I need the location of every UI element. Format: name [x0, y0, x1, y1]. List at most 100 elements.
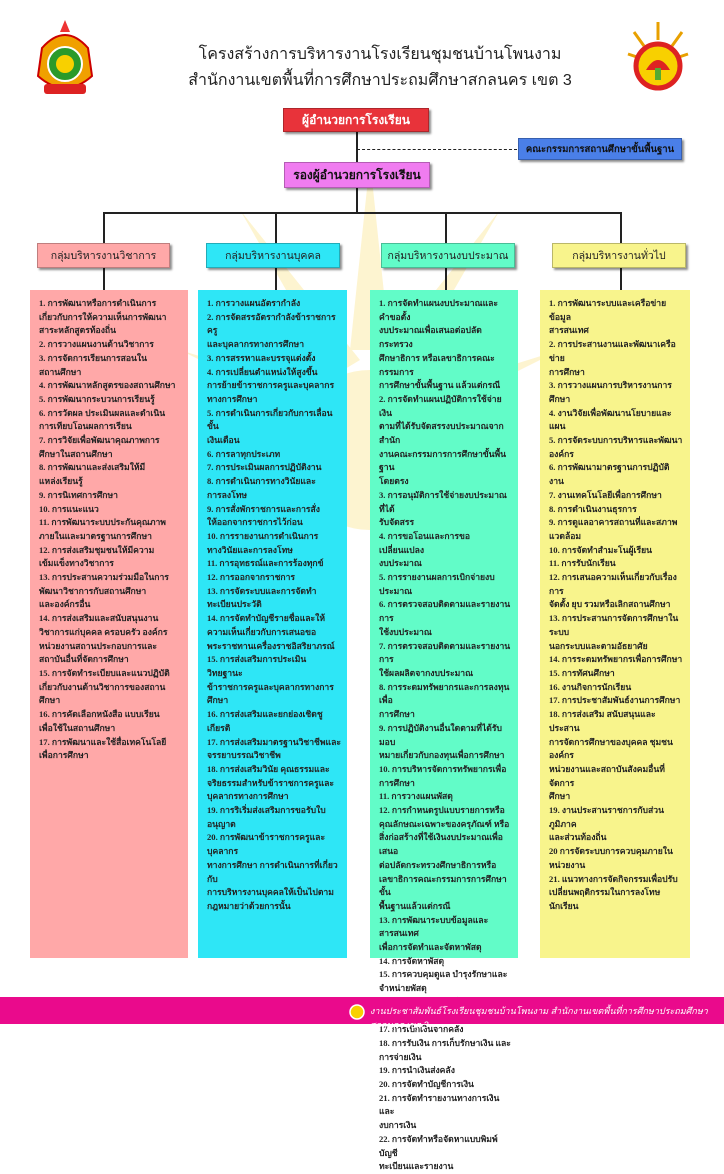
duty-line: 7. การวิจัยเพื่อพัฒนาคุณภาพการ [39, 435, 160, 446]
duty-line: ให้ออกจากราชการไว้ก่อน [207, 517, 303, 528]
duty-line: 4. การขอโอนและการขอเปลี่ยนแปลง [379, 530, 471, 555]
duty-line: สถาบันอื่นที่จัดการศึกษา [39, 654, 129, 665]
duty-line: การศึกษา [379, 709, 415, 720]
duty-line: 5. การรายงานผลการเบิกจ่ายงบประมาณ [379, 572, 495, 596]
connector-horizontal [103, 212, 621, 214]
duty-line: 6. การวัดผล ประเมินผลและดำเนิน [39, 407, 166, 418]
duty-line: 14. การระดมทรัพยากรเพื่อการศึกษา [549, 654, 683, 665]
duty-line: 11. การพัฒนาระบบประกันคุณภาพ [39, 517, 166, 528]
duty-line: 4. การเปลี่ยนตำแหน่งให้สูงขึ้น [207, 366, 318, 377]
duty-line: วิชาการแก่บุคคล ครอบครัว องค์กร [39, 626, 168, 637]
duty-line: 16. งานกิจการนักเรียน [549, 681, 632, 692]
connector-col-3 [445, 268, 447, 290]
duty-line: กฎหมายว่าด้วยการนั้น [207, 900, 291, 911]
duty-line: 15. การทัศนศึกษา [549, 667, 615, 678]
duty-line: เลขาธิการคณะกรรมการการศึกษาขั้น [379, 873, 507, 898]
duty-line: การจ่ายเงิน [379, 1051, 422, 1062]
duty-line: 12. การส่งเสริมชุมชนให้มีความ [39, 544, 155, 555]
duty-line: 3. การสรรหาและบรรจุแต่งตั้ง [207, 352, 316, 363]
duty-line: ทางการศึกษา การดำเนินการที่เกี่ยวกับ [207, 859, 338, 884]
duty-line: 1. การพัฒนาหรือการดำเนินการ [39, 298, 157, 308]
duty-line: 2. การประสานงานและพัฒนาเครือข่าย [549, 339, 676, 363]
connector-col-2 [275, 268, 277, 290]
connector-group-4 [620, 212, 622, 243]
duty-line: 13. การประสานความร่วมมือในการ [39, 572, 169, 583]
duty-line: 4. งานวิจัยเพื่อพัฒนานโยบายและแผน [549, 407, 672, 432]
footer-text: งานประชาสัมพันธ์โรงเรียนชุมชนบ้านโพนงาม … [370, 1006, 708, 1030]
duty-line: หน่วยงานสถานประกอบการและ [39, 640, 158, 651]
deputy-box: รองผู้อำนวยการโรงเรียน [284, 162, 430, 188]
duty-line: 17. การประชาสัมพันธ์งานการศึกษา [549, 695, 681, 706]
duty-line: 11. การวางแผนพัสดุ [379, 791, 453, 802]
duty-line: ศึกษา [39, 695, 61, 706]
duty-line: 19. การริเริ่มส่งเสริมการขอรับใบอนุญาต [207, 805, 326, 829]
page-title: โครงสร้างการบริหารงานโรงเรียนชุมชนบ้านโพ… [198, 46, 562, 63]
duty-line: 12. การเสนอความเห็นเกี่ยวกับเรื่องการ [549, 572, 677, 596]
duty-line: การศึกษา [549, 366, 585, 377]
obec-logo [36, 20, 94, 94]
duty-line: ความเห็นเกี่ยวกับการเสนอขอ [207, 626, 317, 637]
duty-line: 9. การนิเทศการศึกษา [39, 489, 118, 500]
duty-line: 13. การพัฒนาระบบข้อมูลและสารสนเทศ [379, 914, 489, 939]
duty-line: 22. การจัดทำหรือจัดหาแบบพิมพ์บัญชี [379, 1133, 498, 1158]
school-logo [627, 22, 689, 91]
duty-line: พัฒนาวิชาการกับสถานศึกษา [39, 585, 147, 596]
duty-line: การย้ายข้าราชการครูและบุคลากร [207, 380, 335, 391]
duty-line: 2. การจัดทำแผนปฏิบัติการใช้จ่ายเงิน [379, 393, 502, 418]
duty-line: จริยธรรมสำหรับข้าราชการครูและ [207, 777, 335, 788]
duty-line: เงินเดือน [207, 435, 240, 446]
duty-line: องค์กร [549, 448, 574, 459]
duty-line: สถานศึกษา [39, 366, 82, 377]
duty-line: 12. การออกจากราชการ [207, 572, 296, 583]
duty-line: ศึกษาธิการ หรือเลขาธิการคณะกรรมการ [379, 352, 495, 377]
duty-line: สารสนเทศ [549, 325, 589, 336]
duty-line: การบริหารงานบุคคลให้เป็นไปตาม [207, 887, 334, 898]
connector-director-deputy [356, 132, 358, 162]
duty-line: 18. การส่งเสริม สนับสนุนและประสาน [549, 709, 656, 733]
duty-line: เพื่อการศึกษา [39, 750, 89, 761]
duty-line: ทะเบียนและรายงาน [379, 1161, 454, 1172]
duty-line: 7. การประเมินผลการปฏิบัติงาน [207, 462, 322, 473]
duty-line: ตามที่ได้รับจัดสรรงบประมาณจากสำนัก [379, 421, 504, 446]
duty-line: 15. การส่งเสริมการประเมินวิทยฐานะ [207, 654, 307, 678]
connector-group-2 [275, 212, 277, 243]
duty-line: งบประมาณเพื่อเสนอต่อปลัดกระทรวง [379, 325, 482, 350]
duty-line: และบุคลากรทางการศึกษา [207, 339, 305, 350]
duty-line: การเทียบโอนผลการเรียน [39, 421, 132, 432]
duty-line: ใช้งบประมาณ [379, 626, 432, 637]
general-duties-list: 1. การพัฒนาระบบและเครือข่ายข้อมูลสารสนเท… [540, 290, 690, 958]
duty-line: จรรยาบรรณวิชาชีพ [207, 750, 281, 761]
duty-line: เข้มแข็งทางวิชาการ [39, 558, 114, 569]
connector-committee [357, 149, 517, 150]
duty-line: หมายเกี่ยวกับกองทุนเพื่อการศึกษา [379, 750, 505, 761]
duty-line: 10. การบริหารจัดการทรัพยากรเพื่อ [379, 763, 507, 774]
duty-line: 3. การจัดการเรียนการสอนใน [39, 352, 147, 363]
duty-line: พระราชทานเครื่องราชอิสริยาภรณ์ [207, 640, 335, 651]
duty-line: 10. การรายงานการดำเนินการ [207, 530, 319, 541]
duty-line: 7. งานเทคโนโลยีเพื่อการศึกษา [549, 489, 662, 500]
academic-duties-list: 1. การพัฒนาหรือการดำเนินการเกี่ยวกับการใ… [30, 290, 188, 958]
duty-line: แหล่งเรียนรู้ [39, 476, 83, 487]
connector-group-1 [103, 212, 105, 243]
duty-line: เกี่ยวกับการให้ความเห็นการพัฒนา [39, 311, 167, 322]
duty-line: 16. การส่งเสริมและยกย่องเชิดชูเกียรติ [207, 709, 323, 733]
duty-line: 9. การสั่งพักราชการและการสั่ง [207, 503, 320, 514]
connector-col-4 [620, 268, 622, 290]
duty-line: 20. การจัดทำบัญชีการเงิน [379, 1079, 474, 1090]
duty-line: แวดล้อม [549, 530, 582, 541]
duty-line: ต่อปลัดกระทรวงศึกษาธิการหรือ [379, 859, 497, 870]
duty-line: 14. การจัดหาพัสดุ [379, 955, 445, 966]
duty-line: 7. การตรวจสอบติดตามและรายงานการ [379, 640, 511, 665]
duty-line: 3. การอนุมัติการใช้จ่ายงบประมาณที่ได้ [379, 489, 507, 514]
duty-line: ทางวินัยและการลงโทษ [207, 544, 293, 555]
duty-line: งบการเงิน [379, 1120, 417, 1131]
duty-line: 6. การลาทุกประเภท [207, 448, 281, 459]
duty-line: 12. การกำหนดรูปแบบรายการหรือ [379, 805, 505, 816]
duty-line: 4. การพัฒนาหลักสูตรของสถานศึกษา [39, 380, 176, 391]
duty-line: หน่วยงานและสถาบันสังคมอื่นที่จัดการ [549, 763, 665, 788]
duty-line: 14. การส่งเสริมและสนับสนุนงาน [39, 613, 159, 624]
duty-line: 14. การจัดทำบัญชีรายชื่อและให้ [207, 613, 326, 624]
duty-line: และองค์กรอื่น [39, 599, 91, 610]
duty-line: เกี่ยวกับงานด้านวิชาการของสถาน [39, 681, 166, 692]
